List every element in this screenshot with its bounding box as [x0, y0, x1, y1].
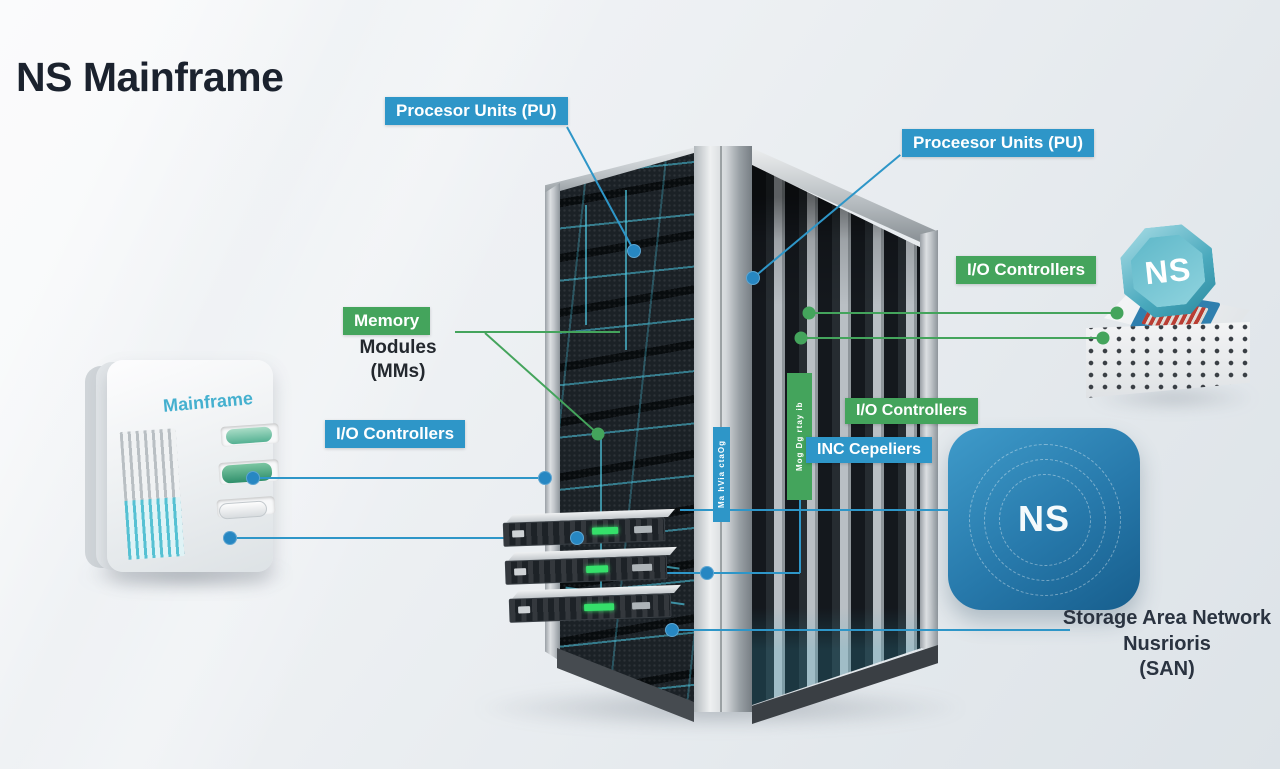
- label-san-line3: (SAN): [1139, 658, 1195, 681]
- connector-inc-riser: [799, 466, 801, 573]
- connector-dot: [538, 471, 552, 485]
- connector-dot: [570, 531, 584, 545]
- label-memory-modules: Modules: [359, 337, 437, 358]
- connector-dot: [665, 623, 679, 637]
- label-io-controllers-center: I/O Controllers: [845, 398, 979, 424]
- led-strip: [584, 603, 615, 612]
- label-san: Storage Area Network Nusrioris (SAN): [1058, 606, 1276, 683]
- connector-io-left-upper: [253, 477, 545, 479]
- cabinet-right-face: [752, 165, 922, 705]
- circuit-ring: [969, 444, 1121, 596]
- connector-dot: [1110, 306, 1124, 320]
- connector-io-right-lower: [801, 337, 1103, 339]
- connector-dot: [746, 271, 760, 285]
- connector-dot: [627, 244, 641, 258]
- right-device-front-face: [1086, 322, 1250, 398]
- page-title: NS Mainframe: [16, 54, 284, 100]
- led-strip: [512, 530, 525, 538]
- left-device-vents: [119, 428, 185, 560]
- device-button-green-1: [225, 426, 273, 445]
- connector-io-right-upper: [809, 312, 1117, 314]
- server-tray: [508, 584, 681, 623]
- device-button-white: [218, 500, 268, 520]
- connector-dot: [223, 531, 237, 545]
- led-strip: [591, 526, 619, 535]
- vent-teal-fill: [124, 497, 185, 560]
- connector-dot: [591, 427, 605, 441]
- led-strip: [631, 601, 651, 610]
- ns-square: NS: [948, 428, 1140, 610]
- ns-square-label: NS: [1017, 498, 1070, 539]
- connector-io-left-lower: [230, 537, 577, 539]
- connector-dot: [246, 471, 260, 485]
- led-strip: [631, 563, 653, 572]
- label-memory-badge: Memory: [343, 307, 431, 335]
- led-strip: [514, 568, 527, 576]
- server-tray: [504, 546, 677, 585]
- connector-memory-horizontal: [455, 331, 620, 333]
- label-inc-cepeliers: INC Cepeliers: [806, 437, 933, 463]
- led-strip: [586, 565, 609, 573]
- led-strip: [633, 525, 653, 534]
- circuit-trace: [585, 205, 587, 325]
- label-processor-units-right: Proceesor Units (PU): [902, 129, 1095, 157]
- connector-san-line: [672, 629, 1070, 631]
- label-san-line1: Storage Area Network: [1062, 607, 1272, 629]
- connector-dot: [794, 331, 808, 345]
- label-io-controllers-left: I/O Controllers: [325, 420, 466, 448]
- label-processor-units-left: Procesor Units (PU): [385, 97, 568, 125]
- connector-tray-line: [660, 572, 800, 574]
- label-memory-mms: (MMs): [370, 361, 426, 382]
- ns-octagon-label: NS: [1129, 232, 1208, 309]
- led-strip: [518, 606, 531, 614]
- label-io-controllers-right: I/O Controllers: [956, 256, 1097, 284]
- connector-ns-line: [680, 509, 950, 511]
- server-tray: [502, 508, 675, 547]
- connector-dot: [802, 306, 816, 320]
- cabinet-strip-blue: Ma hVia ctaOg: [713, 427, 730, 522]
- connector-dot: [1096, 331, 1110, 345]
- label-san-line2: Nusrioris: [1123, 632, 1211, 655]
- connector-dot: [700, 566, 714, 580]
- circuit-trace: [625, 190, 627, 350]
